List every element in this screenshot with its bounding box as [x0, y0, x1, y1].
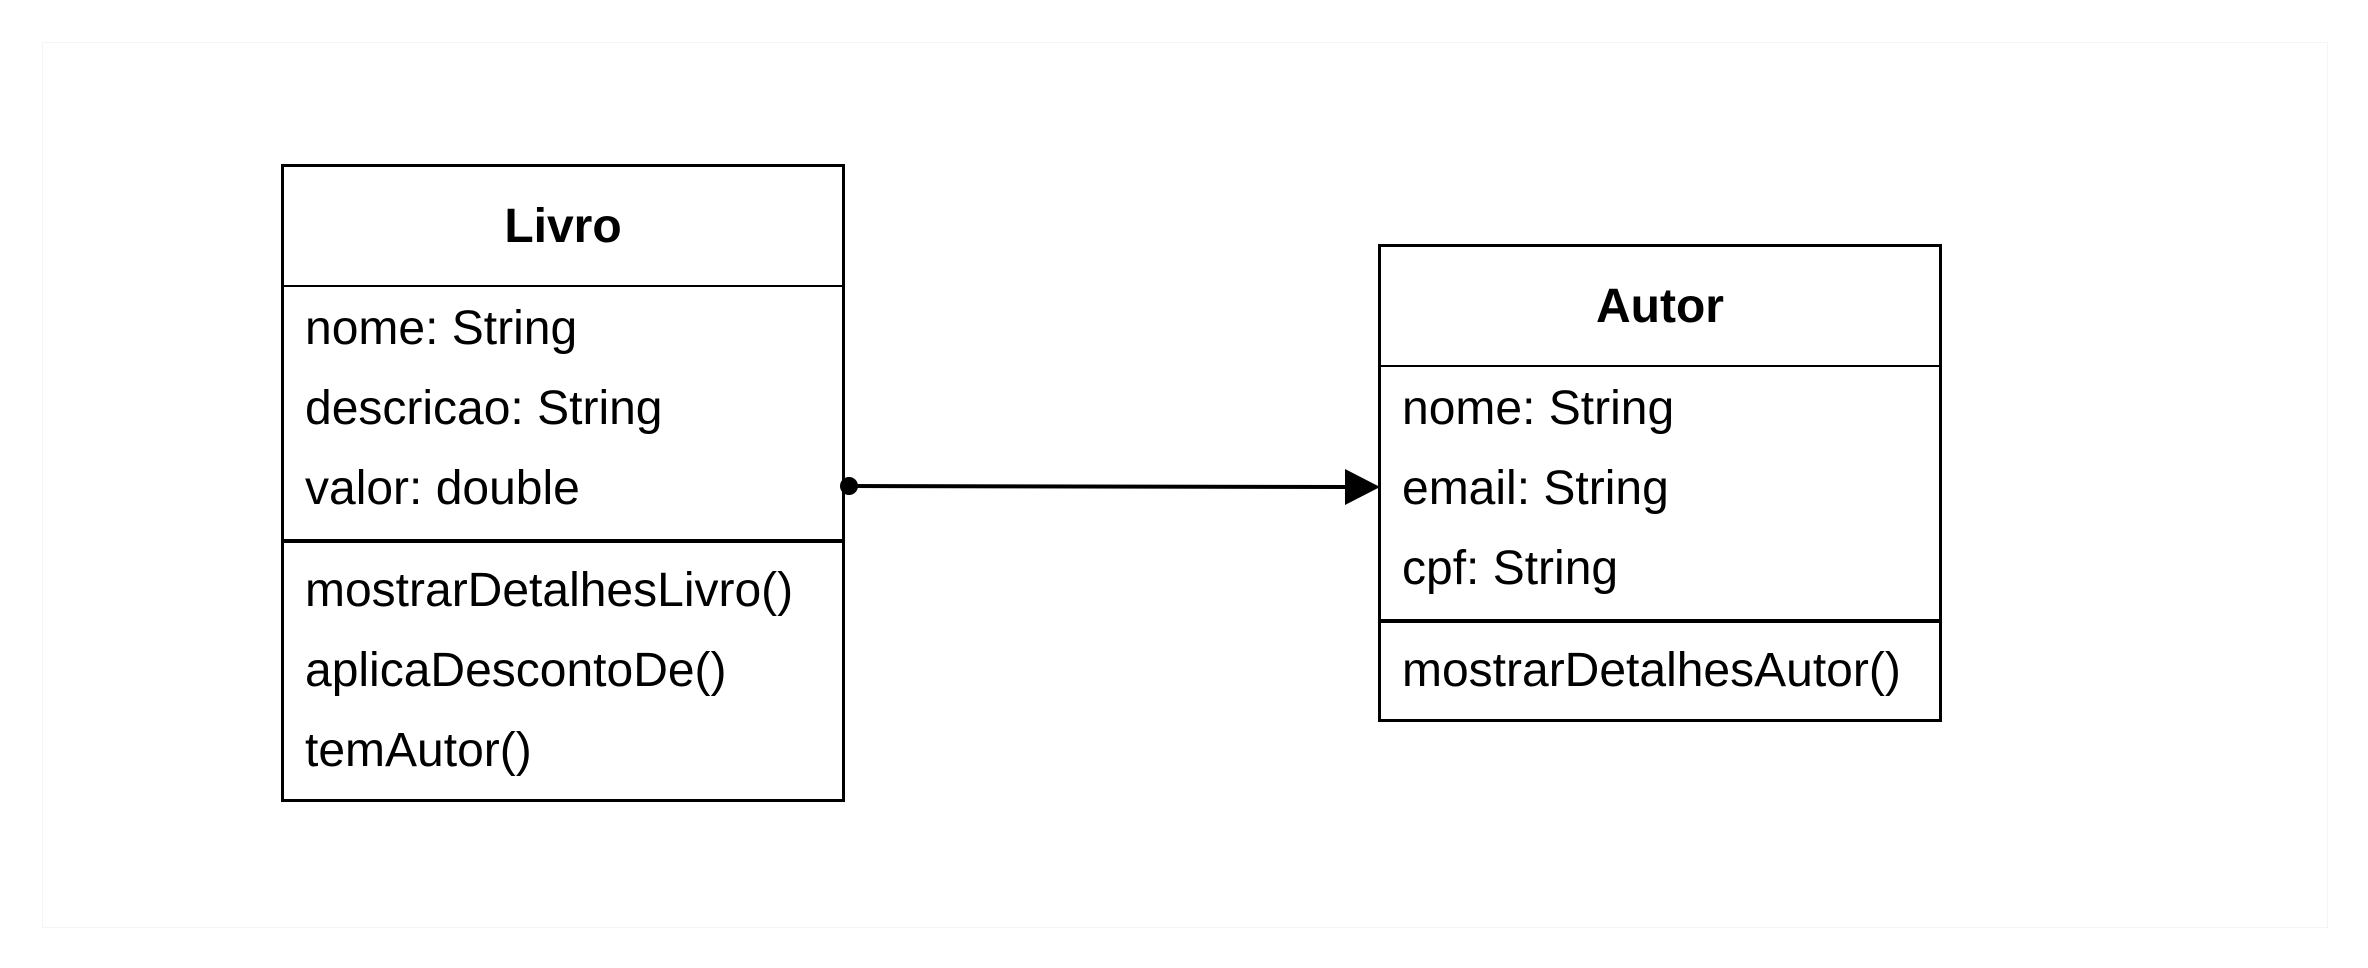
method: mostrarDetalhesLivro() [305, 564, 794, 617]
attribute: email: String [1402, 462, 1669, 515]
attributes-section: nome: String email: String cpf: String [1381, 367, 1939, 619]
attributes-section: nome: String descricao: String valor: do… [284, 287, 842, 539]
methods-section: mostrarDetalhesAutor() [1381, 623, 1939, 711]
attribute: nome: String [305, 302, 578, 355]
attribute: valor: double [305, 462, 580, 515]
methods-section: mostrarDetalhesLivro() aplicaDescontoDe(… [284, 543, 842, 791]
class-livro[interactable]: Livro nome: String descricao: String val… [281, 164, 845, 802]
class-name: Livro [284, 167, 842, 287]
class-autor[interactable]: Autor nome: String email: String cpf: St… [1378, 244, 1942, 722]
method: temAutor() [305, 724, 532, 777]
method: mostrarDetalhesAutor() [1402, 644, 1901, 697]
class-name: Autor [1381, 247, 1939, 367]
method: aplicaDescontoDe() [305, 644, 727, 697]
section-divider [1378, 603, 1942, 635]
attribute: nome: String [1402, 382, 1675, 435]
section-divider [281, 523, 845, 555]
attribute: cpf: String [1402, 542, 1619, 595]
attribute: descricao: String [305, 382, 663, 435]
